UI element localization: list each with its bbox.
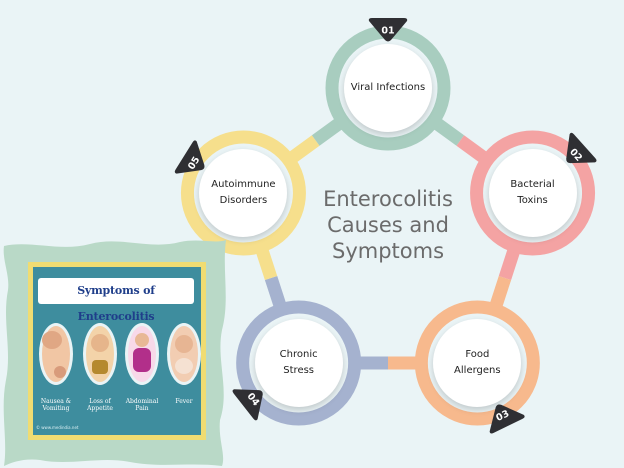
number-badge bbox=[368, 18, 408, 42]
node-ring-arc bbox=[470, 130, 596, 256]
node-autoimmune-disorders: Autoimmune Disorders bbox=[199, 149, 288, 238]
node-label: Viral Infections bbox=[350, 82, 426, 93]
symptom-portrait-abdominal-pain bbox=[125, 323, 159, 385]
inset-credit: © www.medindia.net bbox=[36, 425, 79, 430]
node-label: Chronic Stress bbox=[279, 348, 318, 376]
node-ring-arc bbox=[180, 130, 306, 256]
node-label: Autoimmune Disorders bbox=[211, 179, 276, 207]
badge-number: 03 bbox=[494, 408, 511, 424]
pentagon-ring bbox=[180, 25, 596, 426]
number-badge bbox=[174, 140, 205, 174]
symptom-label-abdominal-pain: Abdominal Pain bbox=[125, 398, 159, 412]
node-ring-arc bbox=[236, 300, 362, 426]
node-ring-arc bbox=[414, 300, 540, 426]
symptom-label-appetite: Loss of Appetite bbox=[87, 398, 113, 412]
number-badge bbox=[489, 404, 525, 434]
node-food-allergens: Food Allergens bbox=[433, 318, 522, 407]
node-bacterial-toxins: Bacterial Toxins bbox=[488, 149, 577, 238]
symptom-portrait-appetite bbox=[83, 323, 117, 385]
node-viral-infections: Viral Infections bbox=[344, 44, 432, 132]
badge-number: 01 bbox=[381, 26, 394, 37]
diagram-title: Enterocolitis Causes and Symptoms bbox=[323, 187, 453, 263]
symptom-label-fever: Fever bbox=[175, 398, 193, 405]
node-label: Food Allergens bbox=[454, 348, 501, 376]
symptom-portrait-nausea bbox=[39, 323, 73, 385]
symptom-portrait-fever bbox=[167, 323, 201, 385]
number-badge bbox=[566, 132, 597, 164]
symptom-label-nausea: Nausea & Vomiting bbox=[40, 398, 72, 412]
node-label: Bacterial Toxins bbox=[510, 179, 555, 207]
number-badge bbox=[232, 389, 263, 421]
inset-title: Symptoms of Enterocolitis bbox=[38, 278, 194, 323]
node-chronic-stress: Chronic Stress bbox=[254, 318, 343, 407]
